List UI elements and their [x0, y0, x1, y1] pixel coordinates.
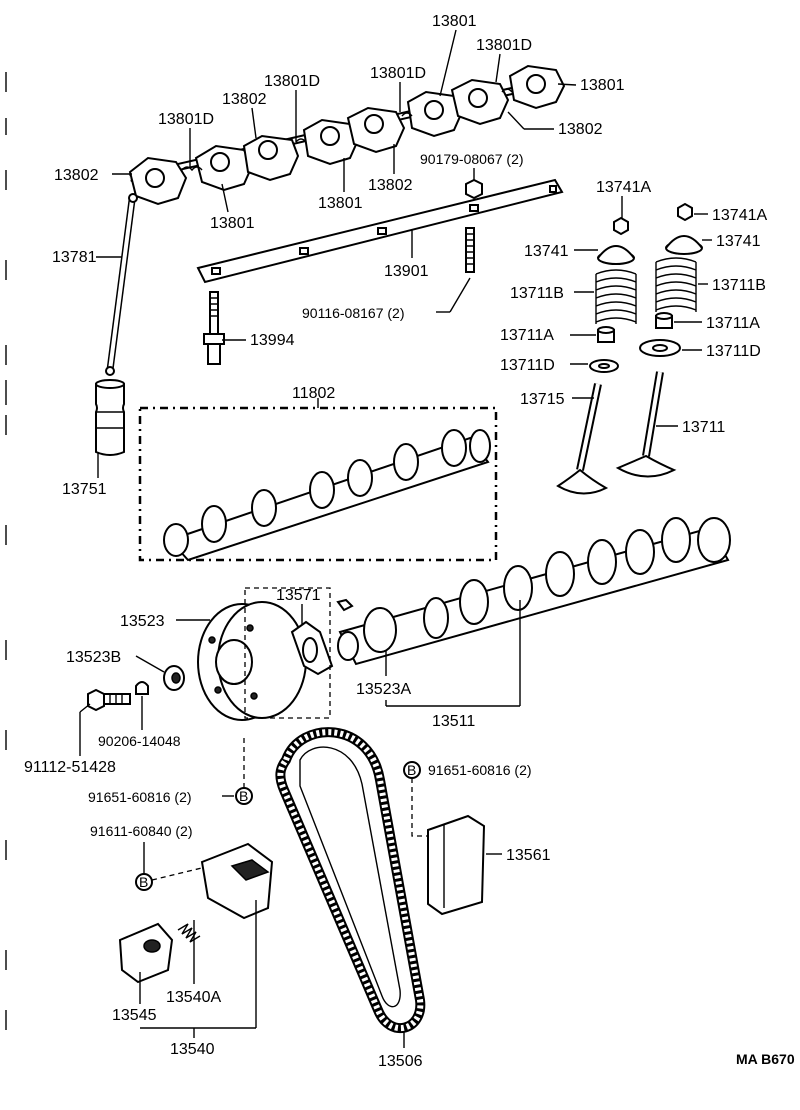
label-90206-14048: 90206-14048 — [98, 733, 181, 749]
label-13741-left: 13741 — [524, 243, 569, 260]
rocker-arm — [128, 156, 188, 206]
label-13711: 13711 — [682, 419, 725, 436]
rocker-shaft-bar — [196, 178, 564, 284]
label-13751: 13751 — [62, 481, 107, 498]
label-13540A: 13540A — [166, 989, 221, 1006]
label-13523A: 13523A — [356, 681, 411, 698]
label-13802-low: 13802 — [368, 177, 413, 194]
label-13801-right: 13801 — [580, 77, 625, 94]
rocker-arm-assembly — [128, 64, 566, 206]
valve-spring-left — [595, 269, 637, 324]
label-90116-08167: 90116-08167 (2) — [302, 305, 404, 321]
label-13801D-mid: 13801D — [370, 65, 426, 82]
sprocket-washer — [163, 665, 185, 691]
tensioner-slipper — [118, 922, 174, 984]
rocker-arm — [242, 134, 300, 182]
thrust-plate — [290, 620, 334, 676]
label-13741A-left: 13741A — [596, 179, 651, 196]
label-13801D-top: 13801D — [476, 37, 532, 54]
knock-pin — [135, 681, 149, 695]
bolt-icon — [465, 178, 483, 200]
sprocket-bolt — [87, 688, 131, 712]
label-13781: 13781 — [52, 249, 97, 266]
label-91651-60816-b: 91651-60816 (2) — [428, 762, 532, 778]
label-13523: 13523 — [120, 613, 165, 630]
label-13801D-far: 13801D — [158, 111, 214, 128]
rocker-arm — [346, 106, 406, 154]
valve-seal-left — [597, 326, 615, 343]
label-13711B-left: 13711B — [510, 285, 564, 302]
valve-spring-right — [655, 257, 697, 312]
rocker-arm — [302, 118, 360, 166]
stud-bolt — [465, 227, 475, 273]
label-13506: 13506 — [378, 1053, 423, 1070]
ref-marker-b-2: B — [403, 761, 421, 779]
label-13571: 13571 — [276, 587, 321, 604]
label-13523B: 13523B — [66, 649, 121, 666]
adjusting-screw — [203, 291, 225, 365]
label-13711D-right: 13711D — [706, 343, 761, 360]
valve-seal-right — [655, 312, 673, 329]
label-13901: 13901 — [384, 263, 429, 280]
svg-text:B: B — [239, 788, 248, 804]
label-91651-60816-a: 91651-60816 (2) — [88, 789, 192, 805]
intake-valve — [615, 371, 677, 478]
label-13711A-right: 13711A — [706, 315, 760, 332]
label-13715: 13715 — [520, 391, 565, 408]
valve-keeper-right — [677, 202, 693, 222]
valve-keeper-left — [613, 216, 629, 236]
timing-sprocket — [197, 601, 307, 721]
tensioner-spring — [177, 923, 201, 943]
svg-text:B: B — [407, 762, 416, 778]
camshaft — [336, 517, 731, 666]
rocker-arm — [450, 78, 510, 126]
spring-retainer-right — [665, 235, 703, 255]
spring-retainer-left — [597, 245, 635, 265]
label-13802-mid: 13802 — [222, 91, 267, 108]
label-13711A-left: 13711A — [500, 327, 554, 344]
label-13801-low1: 13801 — [210, 215, 255, 232]
timing-chain — [275, 727, 426, 1034]
label-91112-51428: 91112-51428 — [24, 759, 116, 776]
label-13801D-left: 13801D — [264, 73, 320, 90]
label-91611-60840: 91611-60840 (2) — [90, 823, 192, 839]
label-13711B-right: 13711B — [712, 277, 766, 294]
pushrod — [105, 193, 138, 376]
label-13545: 13545 — [112, 1007, 157, 1024]
label-13801-low2: 13801 — [318, 195, 363, 212]
label-13802-right: 13802 — [558, 121, 603, 138]
svg-text:B: B — [139, 874, 148, 890]
valve-lifter — [95, 379, 125, 456]
label-13711D-left: 13711D — [500, 357, 555, 374]
label-13801-top: 13801 — [432, 13, 477, 30]
label-13540: 13540 — [170, 1041, 215, 1058]
chain-damper — [427, 814, 486, 916]
spring-seat-right — [639, 339, 681, 357]
camshaft-assy-frame — [138, 406, 498, 562]
chain-tensioner-body — [200, 842, 274, 920]
exhaust-valve — [556, 383, 609, 495]
label-90179-08067: 90179-08067 (2) — [420, 151, 524, 167]
label-13511: 13511 — [432, 713, 475, 730]
camshaft-drawing — [163, 429, 491, 562]
ref-marker-b-1: B — [235, 787, 253, 805]
rocker-arm — [508, 64, 566, 110]
label-13802-left: 13802 — [54, 167, 99, 184]
ref-marker-b-3: B — [135, 873, 153, 891]
rocker-arm — [194, 144, 254, 192]
sprocket-group-frame — [244, 587, 331, 719]
page-code: MA B670 — [736, 1051, 795, 1067]
spring-seat-left — [589, 359, 619, 373]
label-13741A-right: 13741A — [712, 207, 767, 224]
label-13741-right: 13741 — [716, 233, 761, 250]
label-13994: 13994 — [250, 332, 295, 349]
label-13561: 13561 — [506, 847, 551, 864]
label-11802: 11802 — [292, 385, 335, 402]
rocker-arm — [406, 90, 464, 138]
